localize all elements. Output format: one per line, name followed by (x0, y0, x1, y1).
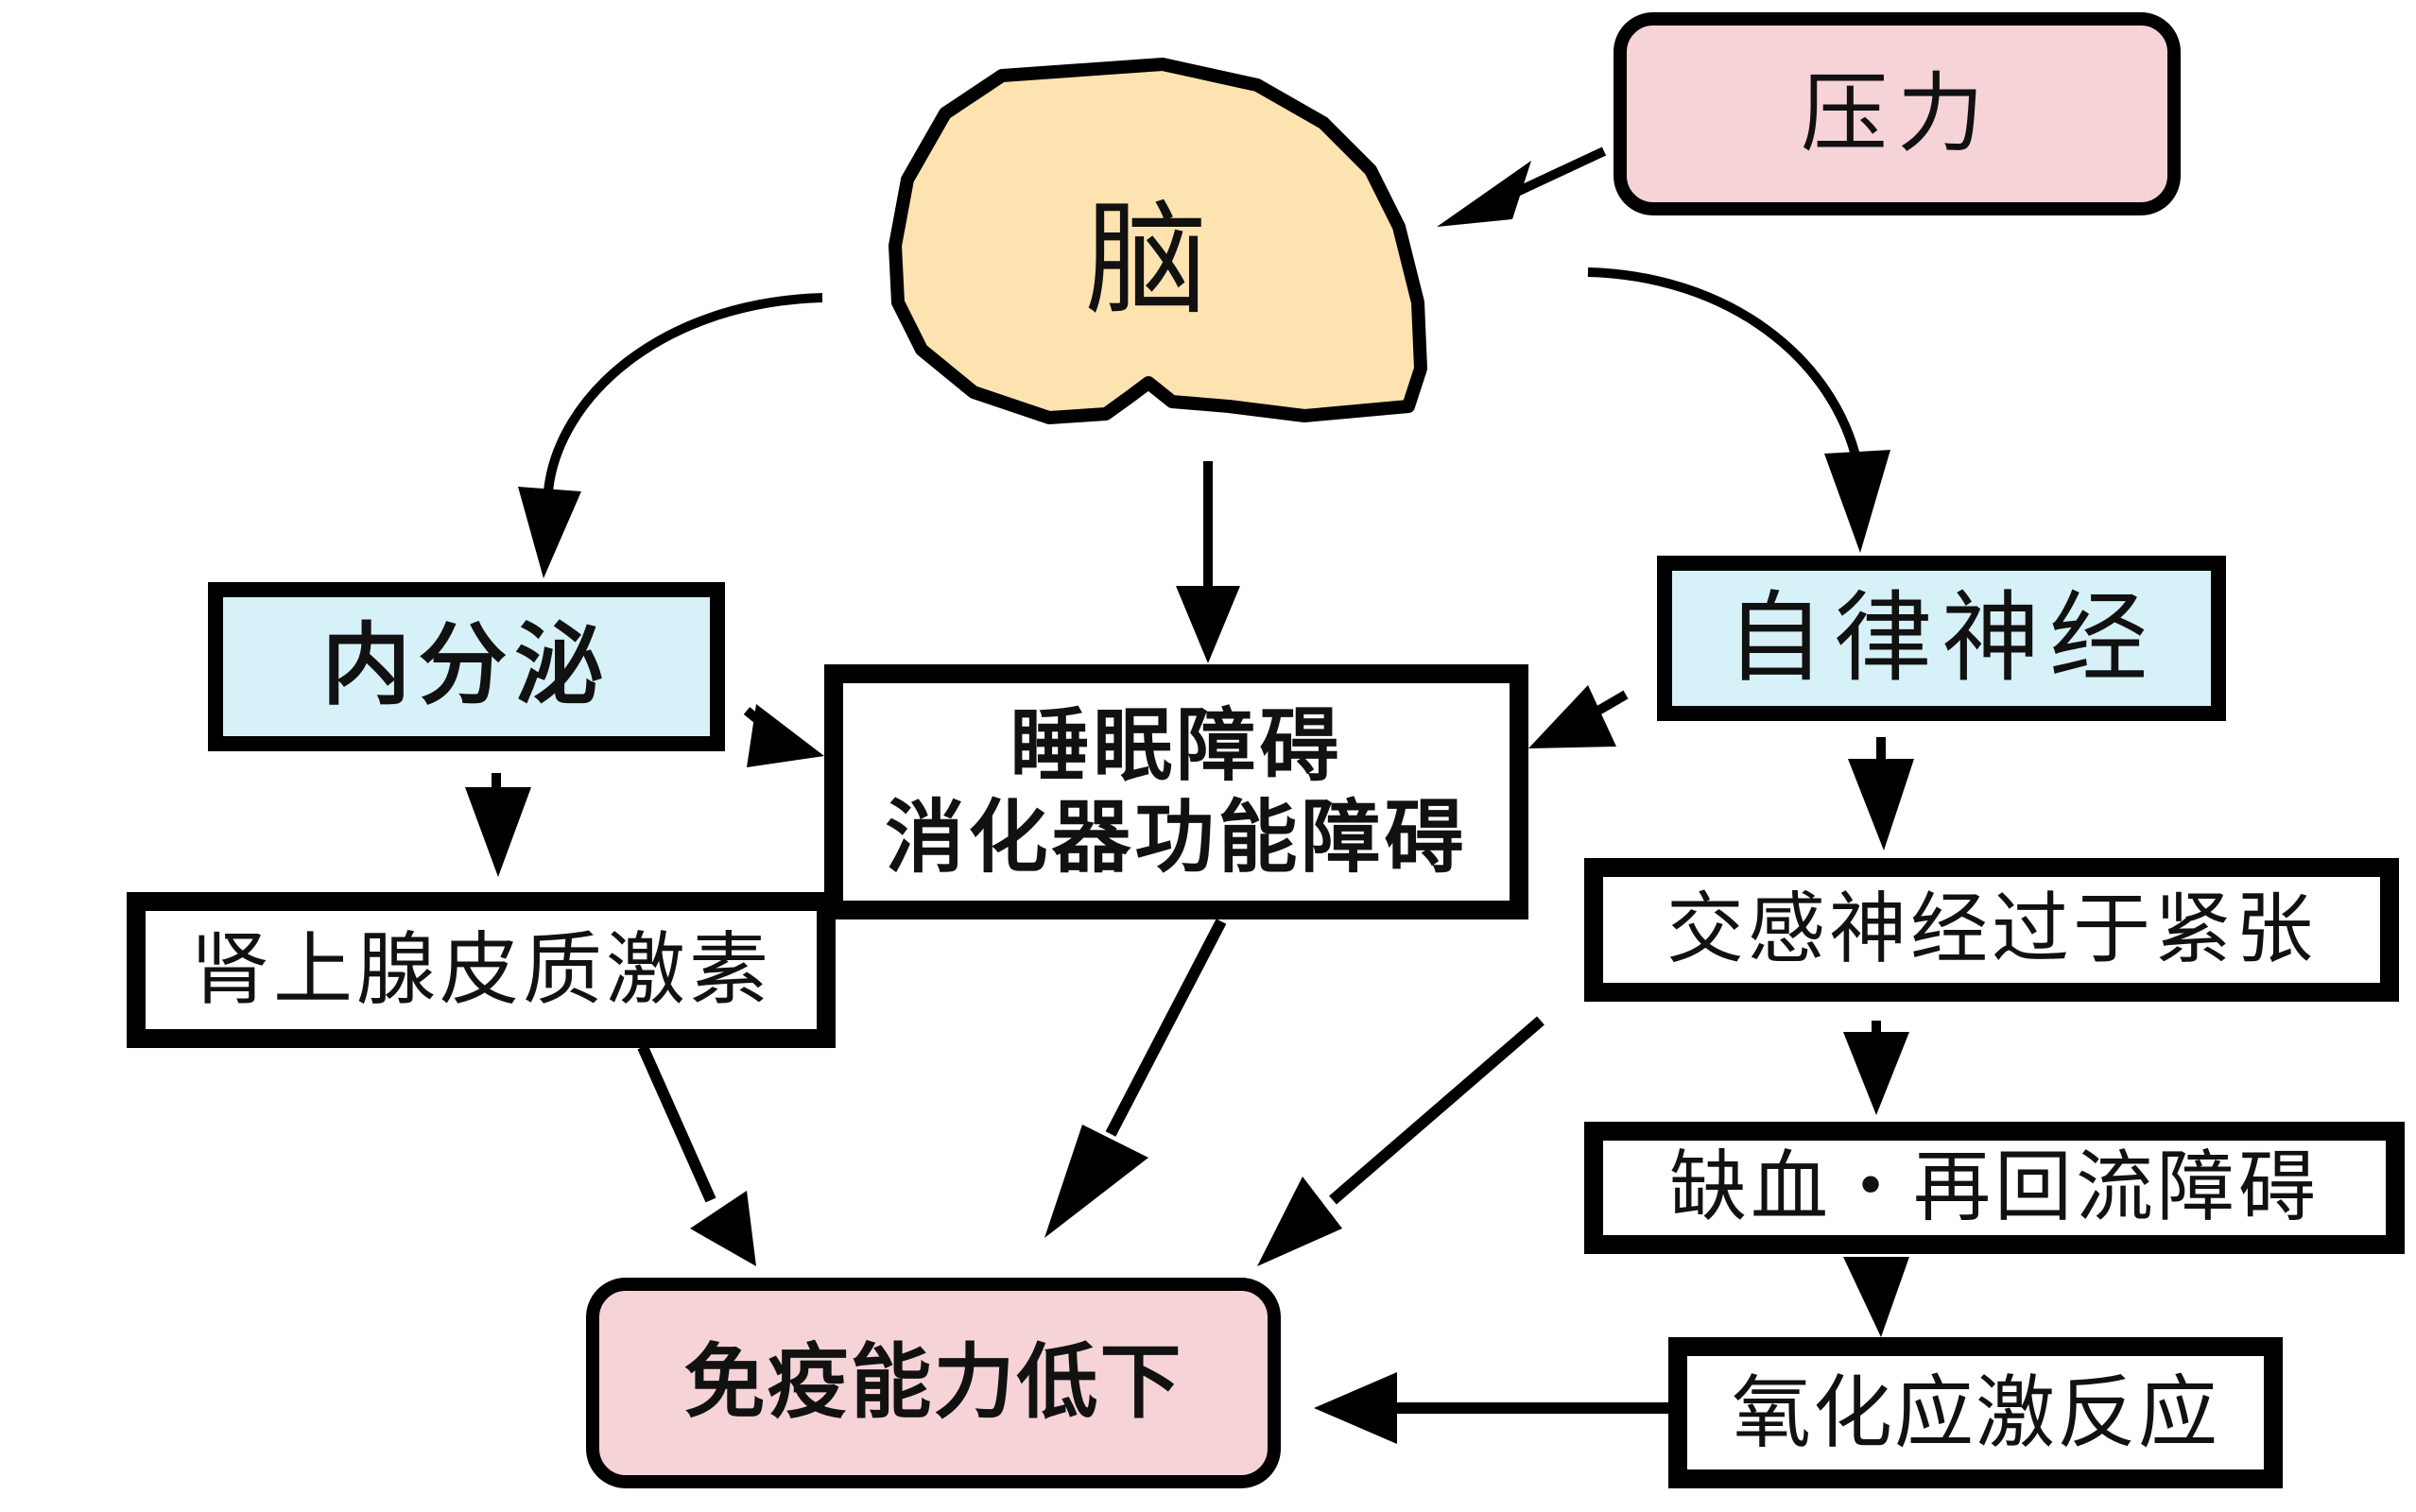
edge-autonomic-sleep (1528, 685, 1629, 748)
node-sleep-digestive: 睡眠障碍 消化器功能障碍 (824, 664, 1528, 919)
node-adrenal: 肾上腺皮质激素 (127, 892, 836, 1048)
brain-label: 脑 (1085, 188, 1209, 332)
edge-oxidative-immune (1314, 1372, 1668, 1444)
brain-shape (889, 58, 1427, 424)
edge-brain-autonomic (1587, 267, 1890, 553)
edge-brain-endocrine (518, 293, 823, 578)
adrenal-label: 肾上腺皮质激素 (189, 923, 772, 1017)
sleep-disorder-label: 睡眠障碍 (1010, 699, 1343, 793)
node-immune: 免疫能力低下 (586, 1278, 1281, 1488)
endocrine-label: 内分泌 (321, 614, 612, 718)
oxidative-label: 氧化应激反应 (1731, 1366, 2219, 1459)
digestive-disorder-label: 消化器功能障碍 (885, 791, 1468, 884)
edge-ischemia-oxidative (1843, 1257, 1909, 1337)
edge-adrenal-immune (637, 1044, 756, 1266)
ischemia-label: 缺血・再回流障碍 (1668, 1142, 2320, 1232)
autonomic-label: 自律神经 (1725, 579, 2157, 696)
node-pressure: 压力 (1614, 12, 2181, 215)
edge-endocrine-adrenal (465, 773, 531, 877)
edge-endocrine-sleep (743, 704, 824, 767)
node-endocrine: 内分泌 (208, 582, 725, 751)
edge-sympathetic-immune (1257, 1016, 1545, 1266)
edge-sympathetic-ischemia (1843, 1021, 1909, 1115)
node-ischemia: 缺血・再回流障碍 (1584, 1122, 2405, 1254)
edge-pressure-brain (1437, 146, 1607, 227)
edge-brain-sleep (1176, 461, 1240, 663)
edge-sleep-immune (1044, 919, 1227, 1238)
immune-label: 免疫能力低下 (683, 1335, 1183, 1431)
node-sympathetic: 交感神经过于紧张 (1584, 858, 2399, 1002)
edge-autonomic-sympathetic (1848, 737, 1914, 850)
node-oxidative: 氧化应激反应 (1668, 1337, 2283, 1488)
pressure-label: 压力 (1800, 62, 1993, 164)
sympathetic-label: 交感神经过于紧张 (1665, 884, 2317, 974)
node-autonomic: 自律神经 (1657, 556, 2226, 721)
